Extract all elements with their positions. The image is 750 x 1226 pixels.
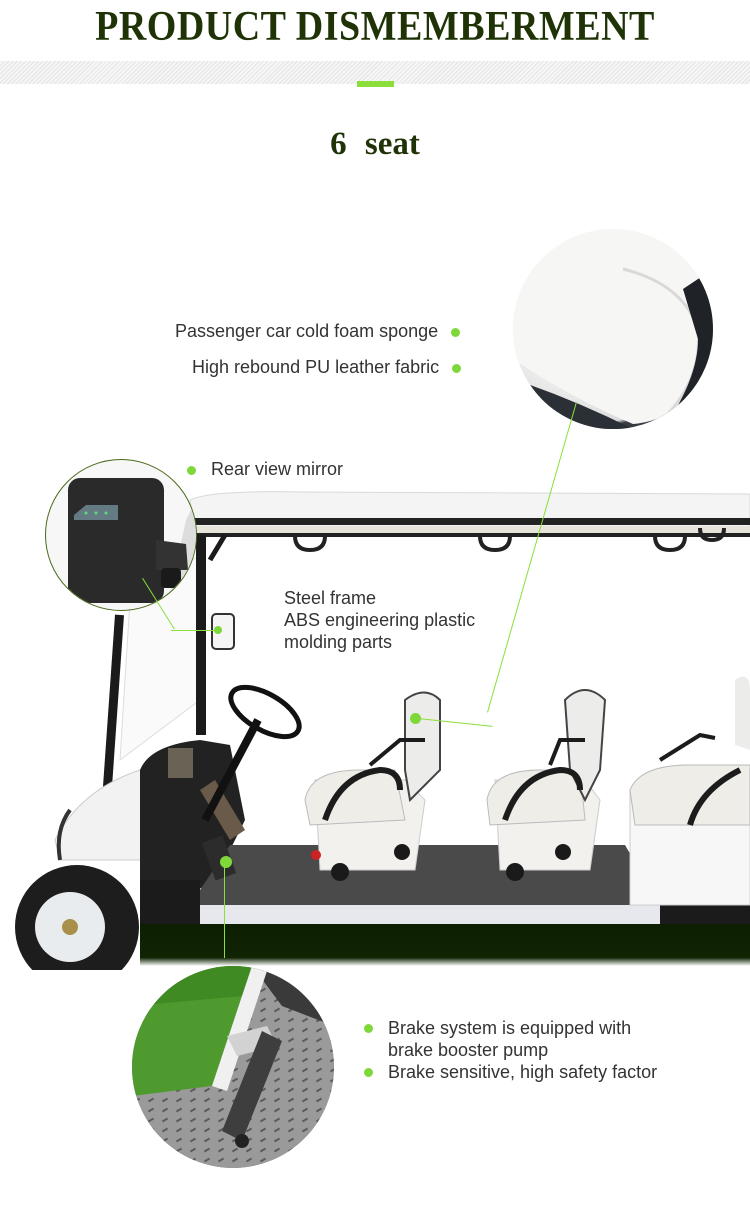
bullet-icon [451, 327, 461, 337]
seat-feature-1-text: Passenger car cold foam sponge [175, 321, 439, 341]
seat-feature-2: High rebound PU leather fabric [192, 356, 462, 378]
frame-feature-line-1: Steel frame [284, 588, 377, 608]
brake-feature-1: Brake system is equipped with brake boos… [364, 1017, 631, 1061]
mirror-feature: Rear view mirror [187, 458, 343, 480]
bullet-icon [452, 363, 462, 373]
bullet-icon [364, 1068, 373, 1077]
accent-bar [357, 81, 394, 87]
bullet-icon [364, 1024, 373, 1033]
mirror-feature-text: Rear view mirror [211, 459, 344, 479]
frame-feature-line-2: ABS engineering plastic [284, 610, 476, 630]
seat-feature-1: Passenger car cold foam sponge [175, 320, 461, 342]
frame-feature-line-3: molding parts [284, 632, 393, 652]
brake-pedal-closeup-image [132, 966, 334, 1168]
rear-view-mirror-closeup-image [45, 459, 197, 611]
seat-feature-2-text: High rebound PU leather fabric [192, 357, 440, 377]
ground-shadow [140, 924, 750, 966]
mirror-anchor-dot [214, 626, 222, 634]
frame-feature: Steel frame ABS engineering plastic mold… [284, 587, 475, 653]
page-title: PRODUCT DISMEMBERMENT [95, 3, 655, 51]
brake-feature-2-line-1: Brake sensitive, high safety factor [388, 1062, 658, 1082]
mirror-leader-line [171, 630, 219, 632]
seat-anchor-dot [410, 713, 421, 724]
seat-count-subtitle: 6 seat [330, 126, 420, 162]
brake-feature-1-line-1: Brake system is equipped with [388, 1018, 632, 1038]
brake-leader-line [223, 864, 225, 958]
seat-cushion-closeup-image [513, 229, 713, 429]
brake-feature-1-line-2: brake booster pump [388, 1040, 549, 1060]
brake-anchor-dot [220, 856, 232, 868]
bullet-icon [187, 465, 196, 475]
decorative-stripe-divider [0, 61, 750, 84]
golf-cart-image [15, 491, 750, 970]
brake-feature-2: Brake sensitive, high safety factor [364, 1061, 657, 1083]
